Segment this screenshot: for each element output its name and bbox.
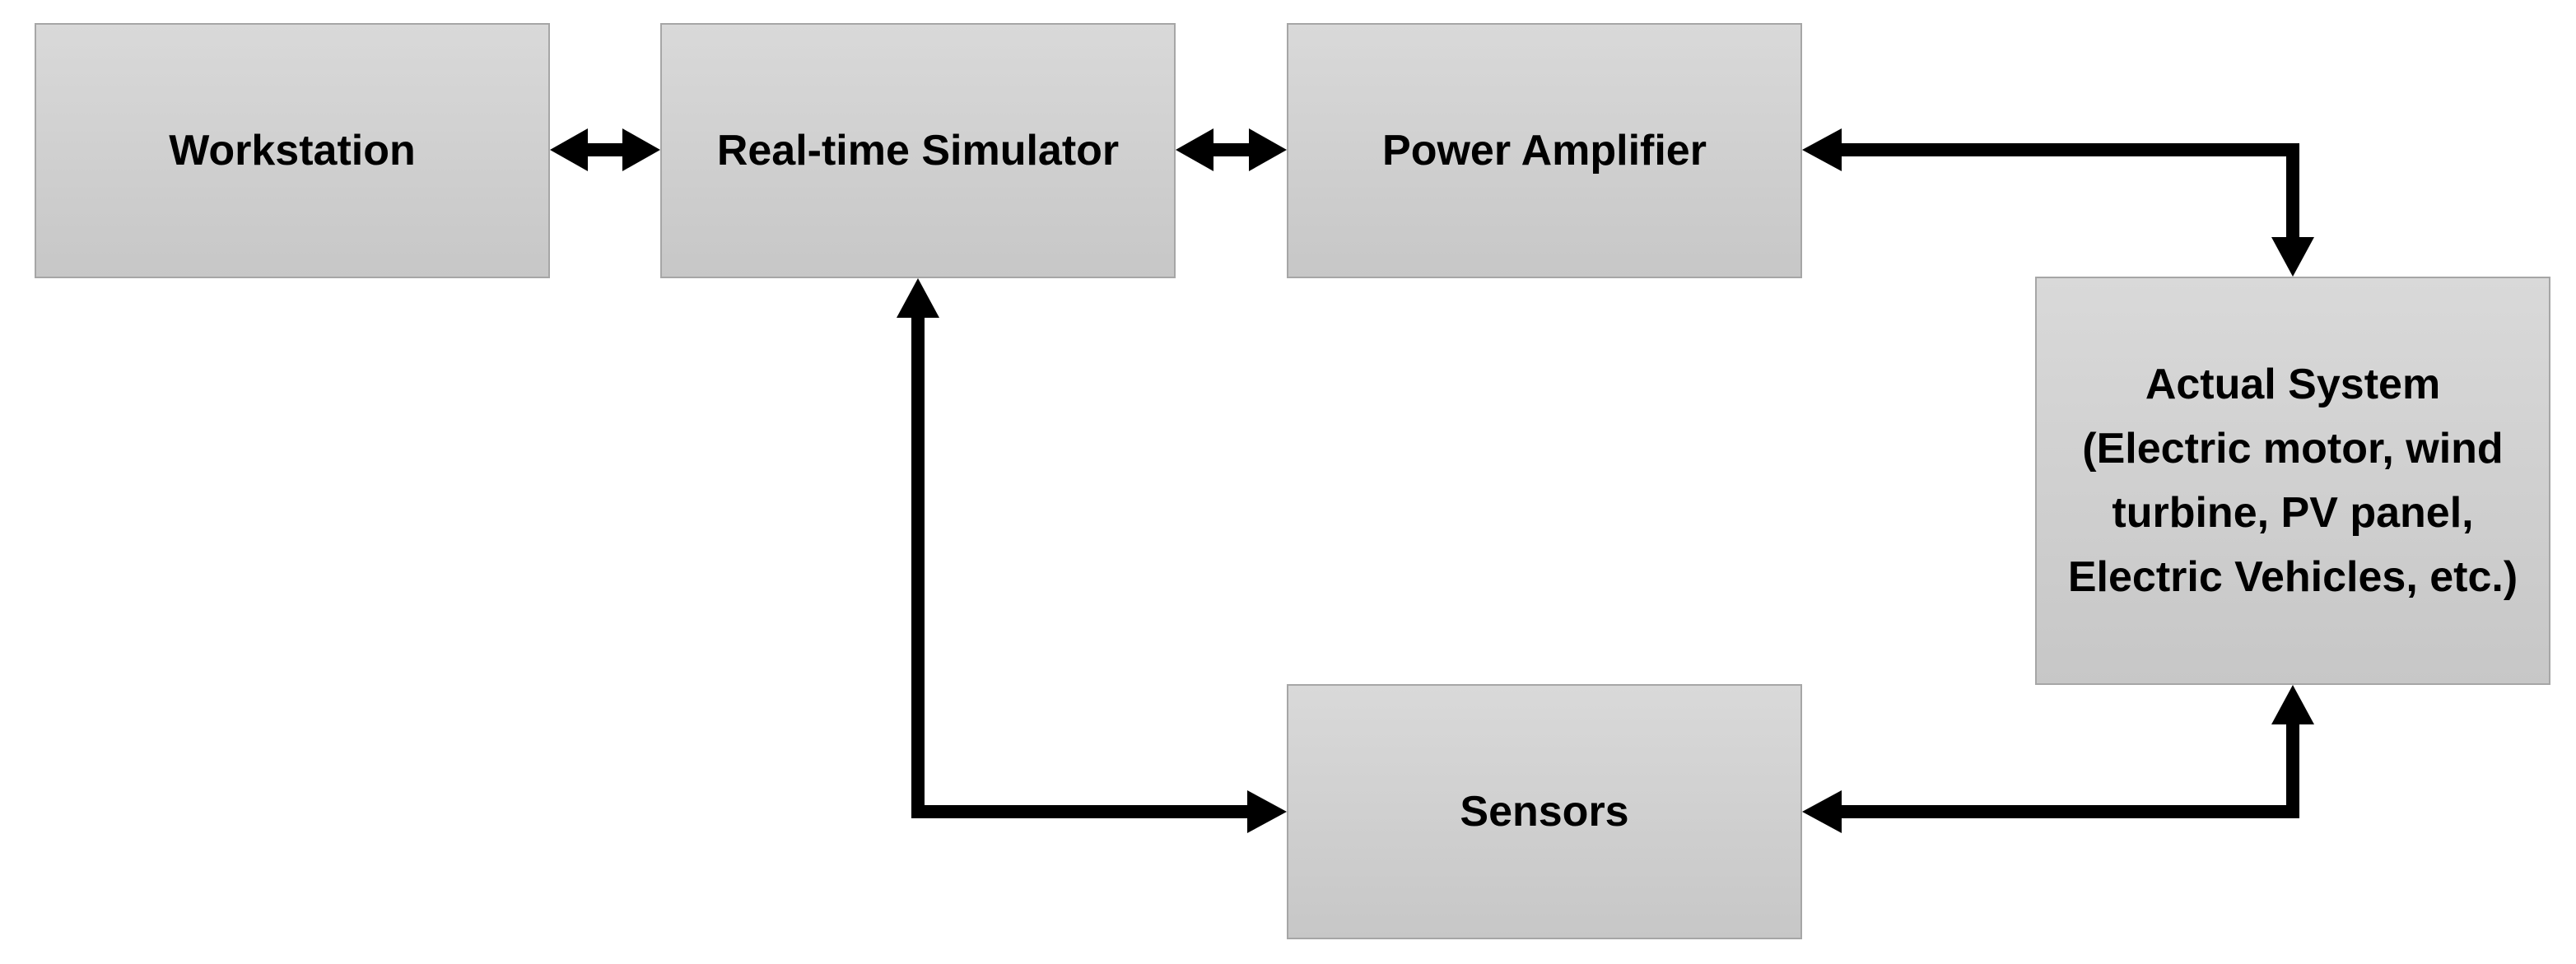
arrowhead-to-amplifier: [1802, 128, 1842, 171]
actual-system-details: (Electric motor, wind turbine, PV panel,…: [2067, 425, 2518, 601]
arrowhead-to-sensors-left: [1247, 790, 1287, 833]
connector-workstation-simulator: [550, 128, 660, 171]
power-amplifier-label: Power Amplifier: [1382, 127, 1707, 175]
actual-system-title: Actual System: [2145, 361, 2441, 408]
arrowhead-to-simulator: [897, 278, 939, 318]
workstation-label: Workstation: [169, 127, 416, 175]
connector-actual-sensors-line: [1840, 723, 2299, 818]
real-time-simulator-label: Real-time Simulator: [716, 127, 1120, 175]
workstation-block: Workstation: [35, 23, 550, 278]
connector-simulator-amplifier: [1176, 128, 1287, 171]
actual-system-block: Actual System (Electric motor, wind turb…: [2035, 277, 2550, 685]
sensors-label: Sensors: [1460, 788, 1629, 836]
real-time-simulator-block: Real-time Simulator: [660, 23, 1176, 278]
power-amplifier-block: Power Amplifier: [1287, 23, 1802, 278]
arrowhead-to-actual-bottom: [2271, 685, 2314, 724]
actual-system-text: Actual System (Electric motor, wind turb…: [2048, 352, 2537, 609]
connector-amplifier-actual-line: [1840, 143, 2299, 239]
arrowhead-to-actual-top: [2271, 237, 2314, 277]
connector-simulator-sensors-line: [911, 316, 1249, 818]
arrowhead-to-sensors-right: [1802, 790, 1842, 833]
sensors-block: Sensors: [1287, 684, 1802, 939]
